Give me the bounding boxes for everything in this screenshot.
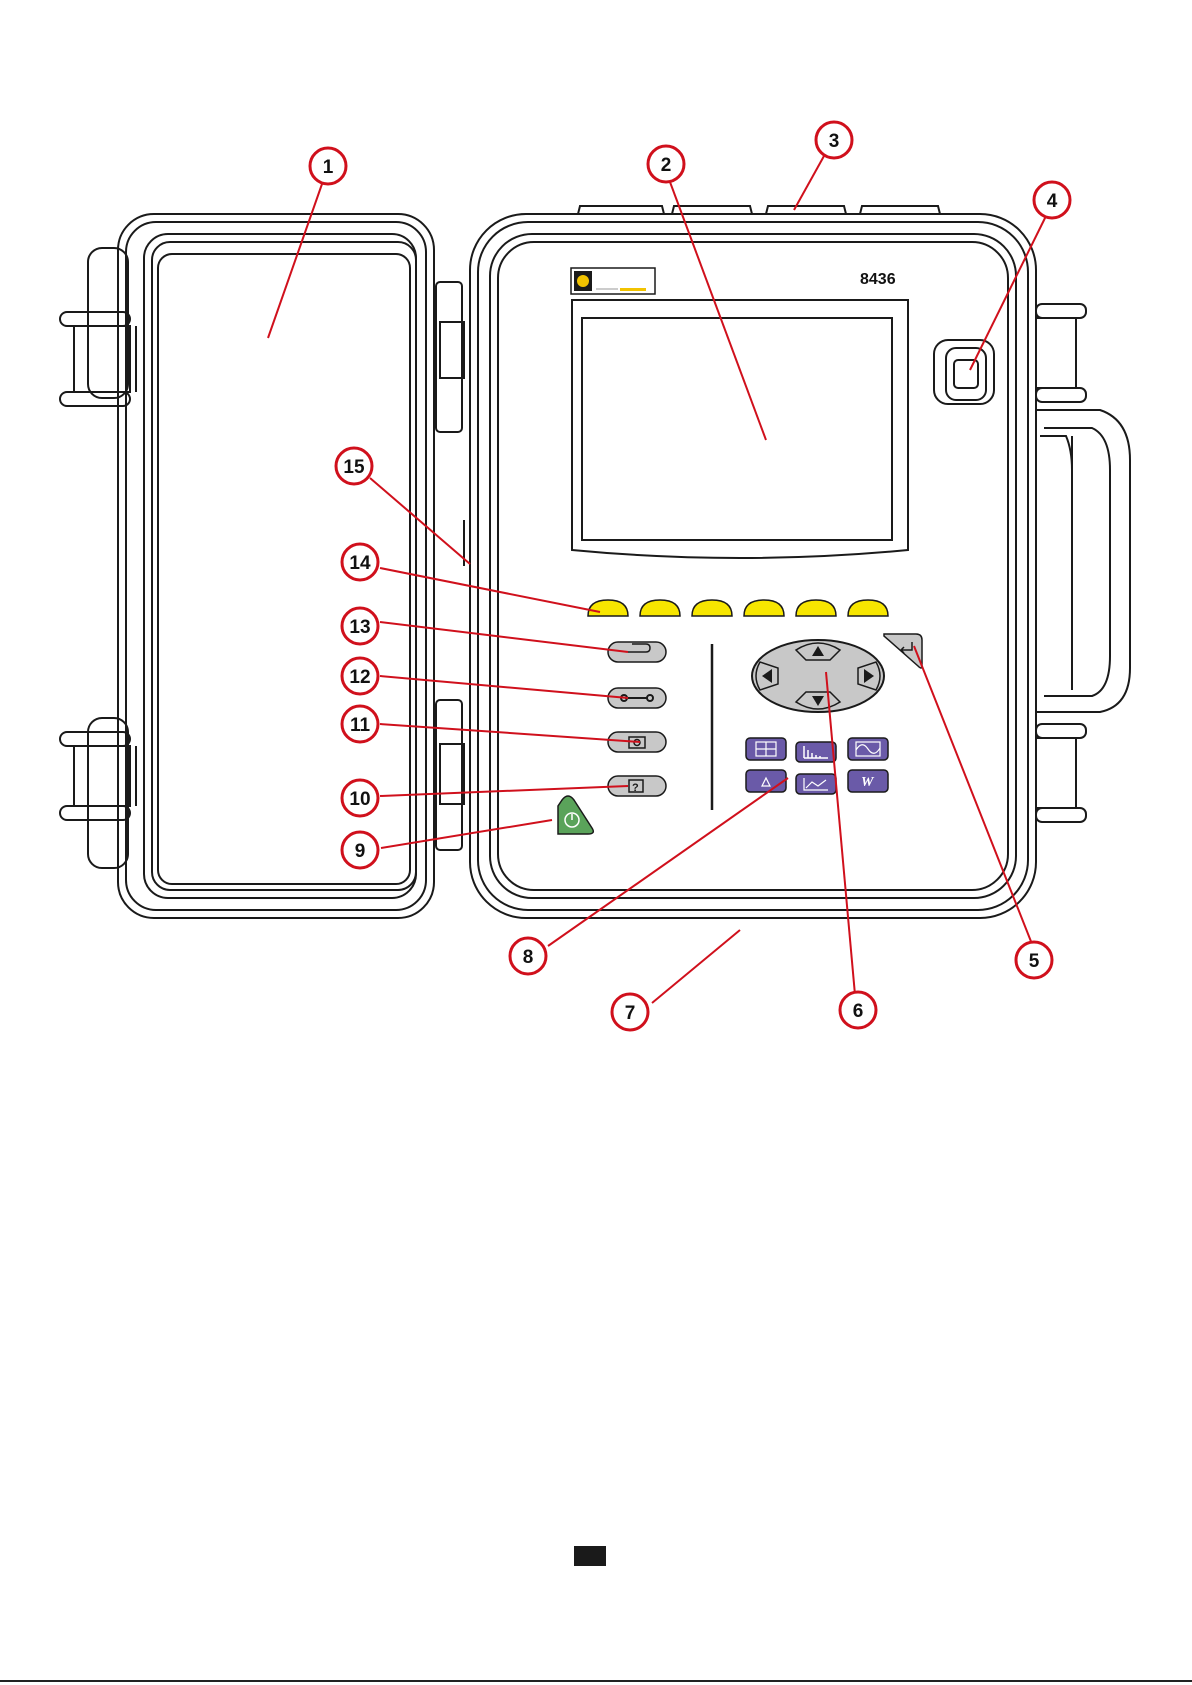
callout-10: 10 [342,780,378,816]
svg-text:2: 2 [661,155,672,176]
brand-logo [571,268,655,294]
svg-text:3: 3 [829,131,840,152]
callout-12: 12 [342,658,378,694]
soft-key[interactable] [796,600,836,616]
function-key[interactable] [746,738,786,760]
svg-text:?: ? [632,782,639,794]
soft-key[interactable] [588,600,628,616]
leader-lines [268,156,1046,1006]
callout-11: 11 [342,706,378,742]
soft-keys [588,600,888,616]
svg-text:1: 1 [323,157,334,178]
power-energy-icon: W [861,775,875,790]
page-marker [574,1546,606,1566]
callout-14: 14 [342,544,378,580]
soft-key[interactable] [848,600,888,616]
svg-text:14: 14 [349,553,371,574]
back-key[interactable] [608,642,666,662]
model-number: 8436 [860,271,896,288]
callout-13: 13 [342,608,378,644]
light-sensor [934,340,994,404]
lid [60,214,470,918]
bottom-rule [0,1680,1192,1682]
display-screen [572,300,908,558]
svg-text:6: 6 [853,1001,864,1022]
soft-key[interactable] [744,600,784,616]
callout-1: 1 [310,148,346,184]
svg-text:9: 9 [355,841,366,862]
callout-4: 4 [1034,182,1070,218]
function-key[interactable]: W [848,770,888,792]
svg-text:12: 12 [349,667,370,688]
soft-key[interactable] [692,600,732,616]
function-key[interactable] [796,742,836,762]
callout-5: 5 [1016,942,1052,978]
callout-9: 9 [342,832,378,868]
function-key[interactable] [848,738,888,760]
callout-15: 15 [336,448,372,484]
svg-text:11: 11 [350,715,371,736]
svg-text:5: 5 [1029,951,1040,972]
svg-text:10: 10 [349,789,370,810]
soft-key[interactable] [640,600,680,616]
callout-3: 3 [816,122,852,158]
svg-text:4: 4 [1047,191,1058,212]
svg-text:13: 13 [349,617,370,638]
svg-text:15: 15 [343,457,365,478]
function-key[interactable] [746,770,786,792]
callout-6: 6 [840,992,876,1028]
callout-2: 2 [648,146,684,182]
function-keys: W [746,738,888,794]
navigation-pad [752,640,884,712]
callout-8: 8 [510,938,546,974]
svg-text:8: 8 [523,947,534,968]
function-key[interactable] [796,774,836,794]
callout-7: 7 [612,994,648,1030]
svg-text:7: 7 [625,1003,636,1024]
power-key[interactable] [558,796,593,834]
